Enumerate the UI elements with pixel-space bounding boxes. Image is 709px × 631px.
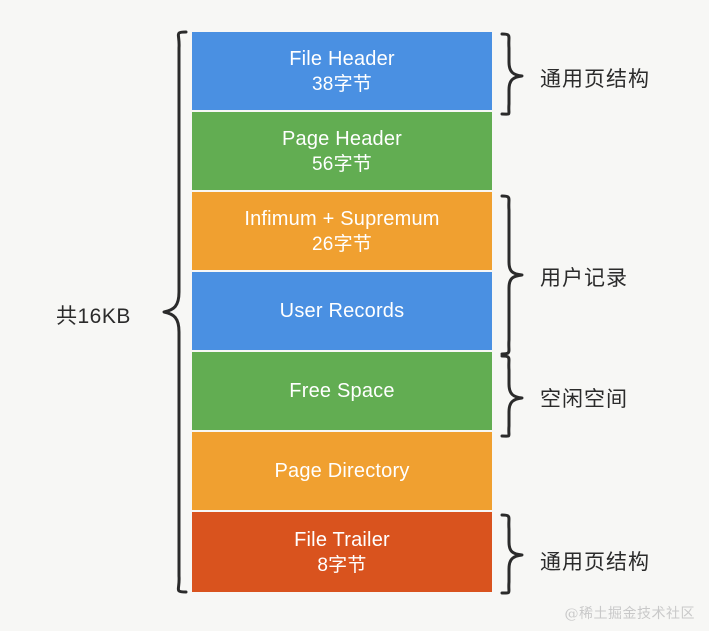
innodb-page-stack: File Header 38字节 Page Header 56字节 Infimu…: [192, 32, 492, 592]
section-user-records: User Records: [192, 272, 492, 352]
section-page-directory: Page Directory: [192, 432, 492, 512]
section-title: User Records: [279, 300, 405, 322]
section-free-space: Free Space: [192, 352, 492, 432]
annotation-user-records-group: 用户记录: [540, 267, 628, 290]
section-size: 56字节: [312, 153, 372, 175]
section-infimum-supremum: Infimum + Supremum 26字节: [192, 192, 492, 272]
watermark: @稀土掘金技术社区: [564, 606, 695, 622]
section-title: Infimum + Supremum: [244, 207, 440, 230]
annotation-common-page-structure-top: 通用页结构: [540, 68, 650, 91]
section-title: Page Header: [281, 127, 403, 150]
brace-common-page-structure-bottom: [500, 513, 524, 595]
total-size-label: 共16KB: [56, 305, 131, 328]
section-page-header: Page Header 56字节: [192, 112, 492, 192]
section-size: 8字节: [317, 554, 367, 576]
section-title: Page Directory: [274, 460, 410, 482]
brace-user-records-group: [500, 194, 524, 356]
section-file-trailer: File Trailer 8字节: [192, 512, 492, 592]
annotation-common-page-structure-bottom: 通用页结构: [540, 551, 650, 574]
section-size: 38字节: [312, 73, 372, 95]
annotation-free-space-group: 空闲空间: [540, 388, 628, 411]
section-title: Free Space: [289, 380, 395, 402]
brace-common-page-structure-top: [500, 32, 524, 116]
section-file-header: File Header 38字节: [192, 32, 492, 112]
section-title: File Trailer: [294, 528, 390, 551]
left-brace: [162, 30, 188, 594]
section-size: 26字节: [312, 233, 372, 255]
brace-free-space-group: [500, 354, 524, 438]
section-title: File Header: [289, 47, 395, 70]
